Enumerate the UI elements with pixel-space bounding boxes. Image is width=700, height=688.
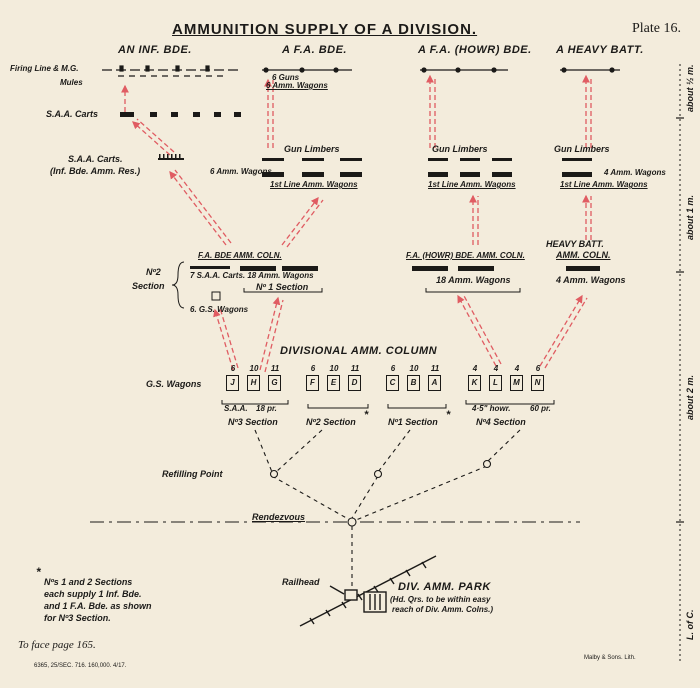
wagon-count: 6 [230,364,236,373]
label-no2-section: Nº2 Section [306,417,356,427]
label-howr-1st-line: 1st Line Amm. Wagons [428,180,516,189]
footnote-line-4: for Nº3 Section. [44,613,111,623]
distance-half-mile: about ½ m. [685,64,695,112]
wagon-box-g: G [268,375,281,391]
wagon-count: 10 [329,364,339,373]
route-nodes [269,459,492,527]
firing-line-symbols [102,65,620,77]
header-inf-bde: AN INF. BDE. [118,44,192,56]
limber-blocks [190,158,600,271]
header-fa-howr-bde: A F.A. (HOWR) BDE. [418,44,532,56]
label-no2-section-2: Section [132,281,165,291]
star-marker-no2: * [364,409,369,421]
label-park-note-2: reach of Div. Amm. Colns.) [392,605,494,614]
wagon-count: 10 [409,364,419,373]
label-rendezvous: Rendezvous [252,512,306,522]
label-div-amm-park: DIV. AMM. PARK [398,581,491,593]
star-marker-no1: * [446,409,451,421]
label-no2-section-1: Nº2 [146,267,161,277]
label-no3-section: Nº3 Section [228,417,278,427]
label-no4-section: Nº4 Section [476,417,526,427]
print-code: 6365, 25/SEC. 716. 160,000. 4/17. [34,663,127,669]
distance-ticks [676,117,684,523]
label-fa-gun-limbers: Gun Limbers [284,144,340,154]
saa-cart-marks [120,112,241,160]
diagram-title: AMMUNITION SUPPLY OF A DIVISION. [172,21,478,38]
printer-credit: Malby & Sons. Lith. [584,655,636,661]
wagon-box-m: M [510,375,523,391]
label-no1-section: Nº1 Section [388,417,438,427]
wagon-box-n: N [531,375,544,391]
label-saa: S.A.A. [224,404,248,413]
label-18pr: 18 pr. [256,404,277,413]
label-60pr: 60 pr. [530,404,551,413]
route-lines [90,429,580,592]
label-howr-18-wagons: 18 Amm. Wagons [436,275,511,285]
label-firing-line: Firing Line & M.G. [10,64,79,73]
label-fa-6-amm-wagons: 6 Amm. Wagons [210,167,272,176]
label-railhead: Railhead [282,577,320,587]
wagon-count: 11 [350,364,360,373]
wagon-count: 11 [270,364,280,373]
wagon-box-j: J [226,375,239,391]
distance-two-miles: about 2 m. [685,374,695,420]
wagon-box-d: D [348,375,361,391]
label-fa-1st-line: 1st Line Amm. Wagons [270,180,358,189]
label-div-amm-column: DIVISIONAL AMM. COLUMN [280,345,438,357]
wagon-count: 4 [472,364,478,373]
label-6-amm-wagons-top: 6 Amm. Wagons [266,81,328,90]
label-inf-bde-amm-res: (Inf. Bde. Amm. Res.) [50,166,141,176]
wagon-count: 11 [430,364,440,373]
wagon-count: 6 [390,364,396,373]
label-heavy-colm-2: AMM. COLN. [556,250,611,260]
label-gs-wagons: G.S. Wagons [146,379,202,389]
label-6-guns: 6 Guns [272,73,300,82]
distance-line-of-comm: L. of C. [685,609,695,641]
label-heavy-colm-1: HEAVY BATT. [546,239,604,249]
label-howr-gun-limbers: Gun Limbers [432,144,488,154]
distance-one-mile: about 1 m. [685,194,695,240]
label-fa-colm-section: Nº 1 Section [256,282,309,292]
wagon-box-h: H [247,375,260,391]
plate-number: Plate 16. [632,21,681,36]
wagon-box-b: B [407,375,420,391]
label-mules: Mules [60,78,83,87]
wagon-count: 6 [535,364,541,373]
braces [171,261,555,409]
wagon-box-k: K [468,375,481,391]
wagon-count: 6 [310,364,316,373]
label-saa-carts-res: S.A.A. Carts. [68,154,123,164]
wagon-box-e: E [327,375,340,391]
footnote-line-1: Nºs 1 and 2 Sections [44,577,133,587]
footnote-star: * [36,565,41,579]
header-fa-bde: A F.A. BDE. [282,44,347,56]
label-heavy-gun-limbers: Gun Limbers [554,144,610,154]
label-refilling-point: Refilling Point [162,469,223,479]
label-howr-colm: F.A. (HOWR) BDE. AMM. COLN. [406,251,525,260]
label-saa-carts: S.A.A. Carts [46,109,99,119]
wagon-count: 10 [249,364,259,373]
to-face-page: To face page 165. [18,639,96,651]
wagon-box-l: L [489,375,502,391]
wagon-count: 4 [514,364,520,373]
footnote-line-3: and 1 F.A. Bde. as shown [44,601,152,611]
label-6-gs-wagons: 6. G.S. Wagons [190,305,249,314]
supply-arrows [121,74,592,373]
railhead [299,555,437,627]
footnote-line-2: each supply 1 Inf. Bde. [44,589,142,599]
wagon-box-a: A [428,375,441,391]
wagon-box-c: C [386,375,399,391]
label-howr-4-5: 4·5" howr. [472,404,511,413]
label-fa-colm-carts: 7 S.A.A. Carts. 18 Amm. Wagons [190,271,314,280]
wagon-box-f: F [306,375,319,391]
label-heavy-4-amm-wagons: 4 Amm. Wagons [604,168,666,177]
header-heavy-batt: A HEAVY BATT. [556,44,644,56]
wagon-count: 4 [493,364,499,373]
label-fa-colm: F.A. BDE AMM. COLN. [198,251,282,260]
label-heavy-4-wagons: 4 Amm. Wagons [556,275,626,285]
label-heavy-1st-line: 1st Line Amm. Wagons [560,180,648,189]
label-park-note-1: (Hd. Qrs. to be within easy [390,595,491,604]
